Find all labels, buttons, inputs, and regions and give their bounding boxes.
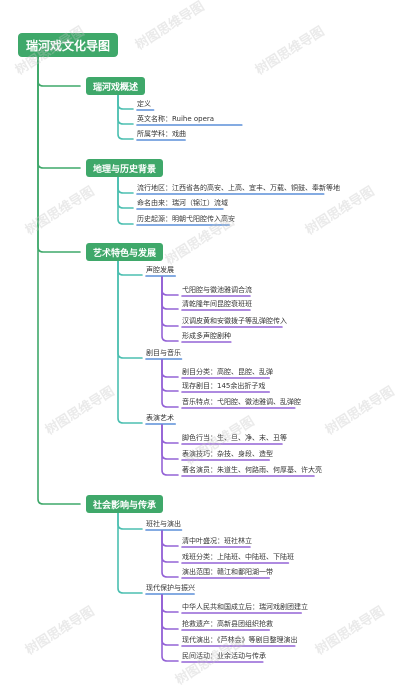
topic-1-1[interactable]: 命名由来：瑞河（锦江）流域 (137, 199, 228, 207)
connector-1-2 (117, 176, 134, 225)
topic-2-0[interactable]: 声腔发展 (146, 266, 174, 274)
connector-2-1-1 (161, 359, 179, 392)
connector-2-0-2 (161, 276, 179, 327)
connector-2-2 (117, 260, 143, 424)
subtopic-2-0-3[interactable]: 形成多声腔剧种 (182, 332, 231, 340)
connector-3-0 (117, 512, 143, 530)
connector-2-2-2 (161, 424, 179, 476)
subtopic-3-0-0[interactable]: 清中叶盛况：班社林立 (182, 537, 252, 545)
branch-node-0[interactable]: 瑞河戏概述 (86, 77, 146, 95)
connector-2-0-3 (161, 276, 179, 342)
topic-0-0[interactable]: 定义 (137, 100, 151, 108)
subtopic-2-0-2[interactable]: 汉调皮黄和安徽拨子等乱弹腔传入 (182, 317, 287, 325)
branch-node-1[interactable]: 地理与历史背景 (86, 159, 164, 177)
subtopic-2-2-0[interactable]: 脚色行当：生、旦、净、末、丑等 (182, 434, 287, 442)
connector-2-0-1 (161, 276, 179, 310)
topic-2-2[interactable]: 表演艺术 (146, 414, 174, 422)
subtopic-3-0-1[interactable]: 戏班分类：上陆班、中陆班、下陆班 (182, 553, 294, 561)
connector-3-1-3 (161, 594, 179, 662)
branch-node-3[interactable]: 社会影响与传承 (86, 495, 164, 513)
subtopic-3-1-0[interactable]: 中华人民共和国成立后：瑞河戏剧团建立 (182, 603, 308, 611)
subtopic-3-1-3[interactable]: 民间活动：业余活动与传承 (182, 652, 266, 660)
connector-3-1-0 (161, 594, 179, 613)
subtopic-3-0-2[interactable]: 演出范围：赣江和鄱阳湖一带 (182, 568, 273, 576)
topic-3-1[interactable]: 现代保护与振兴 (146, 584, 195, 592)
connector-root-1 (37, 56, 81, 169)
connector-3-0-2 (161, 530, 179, 578)
subtopic-2-1-2[interactable]: 音乐特点：弋阳腔、徽池雅调、乱弹腔 (182, 398, 301, 406)
topic-0-2[interactable]: 所属学科：戏曲 (137, 130, 186, 138)
topic-0-1[interactable]: 英文名称：Ruihe opera (137, 115, 215, 123)
connector-0-2 (117, 94, 134, 140)
connector-2-0-0 (161, 276, 179, 296)
branch-node-2[interactable]: 艺术特色与发展 (86, 243, 164, 261)
topic-1-2[interactable]: 历史起源：明朝弋阳腔传入高安 (137, 215, 235, 223)
connector-3-0-0 (161, 530, 179, 547)
connector-0-0 (117, 94, 134, 110)
subtopic-2-1-0[interactable]: 剧目分类：高腔、昆腔、乱弹 (182, 368, 273, 376)
connector-2-0 (117, 260, 143, 276)
connector-1-0 (117, 176, 134, 194)
connector-2-1-2 (161, 359, 179, 408)
subtopic-2-2-2[interactable]: 著名演员：朱道生、何路雨、何厚基、许大亮 (182, 466, 322, 474)
subtopic-2-2-1[interactable]: 表演技巧：杂技、身段、造型 (182, 450, 273, 458)
root-node[interactable]: 瑞河戏文化导图 (18, 33, 118, 57)
topic-2-1[interactable]: 剧目与音乐 (146, 349, 181, 357)
topic-3-0[interactable]: 班社与演出 (146, 520, 181, 528)
connector-3-1 (117, 512, 143, 594)
subtopic-2-1-1[interactable]: 现存剧目：145余出折子戏 (182, 382, 266, 390)
subtopic-2-0-1[interactable]: 清乾隆年间昆腔衰班班 (182, 300, 252, 308)
connector-root-3 (37, 56, 81, 505)
subtopic-3-1-2[interactable]: 现代演出：《芦林会》等剧目整理演出 (182, 636, 298, 644)
subtopic-3-1-1[interactable]: 抢救遗产：高新县团组织抢救 (182, 620, 273, 628)
connector-2-2-0 (161, 424, 179, 444)
connector-2-1-0 (161, 359, 179, 378)
subtopic-2-0-0[interactable]: 弋阳腔与徽池雅调合流 (182, 286, 252, 294)
connector-3-1-2 (161, 594, 179, 646)
topic-1-0[interactable]: 流行地区：江西省各的高安、上高、宜丰、万载、铜鼓、奉新等地 (137, 184, 340, 192)
